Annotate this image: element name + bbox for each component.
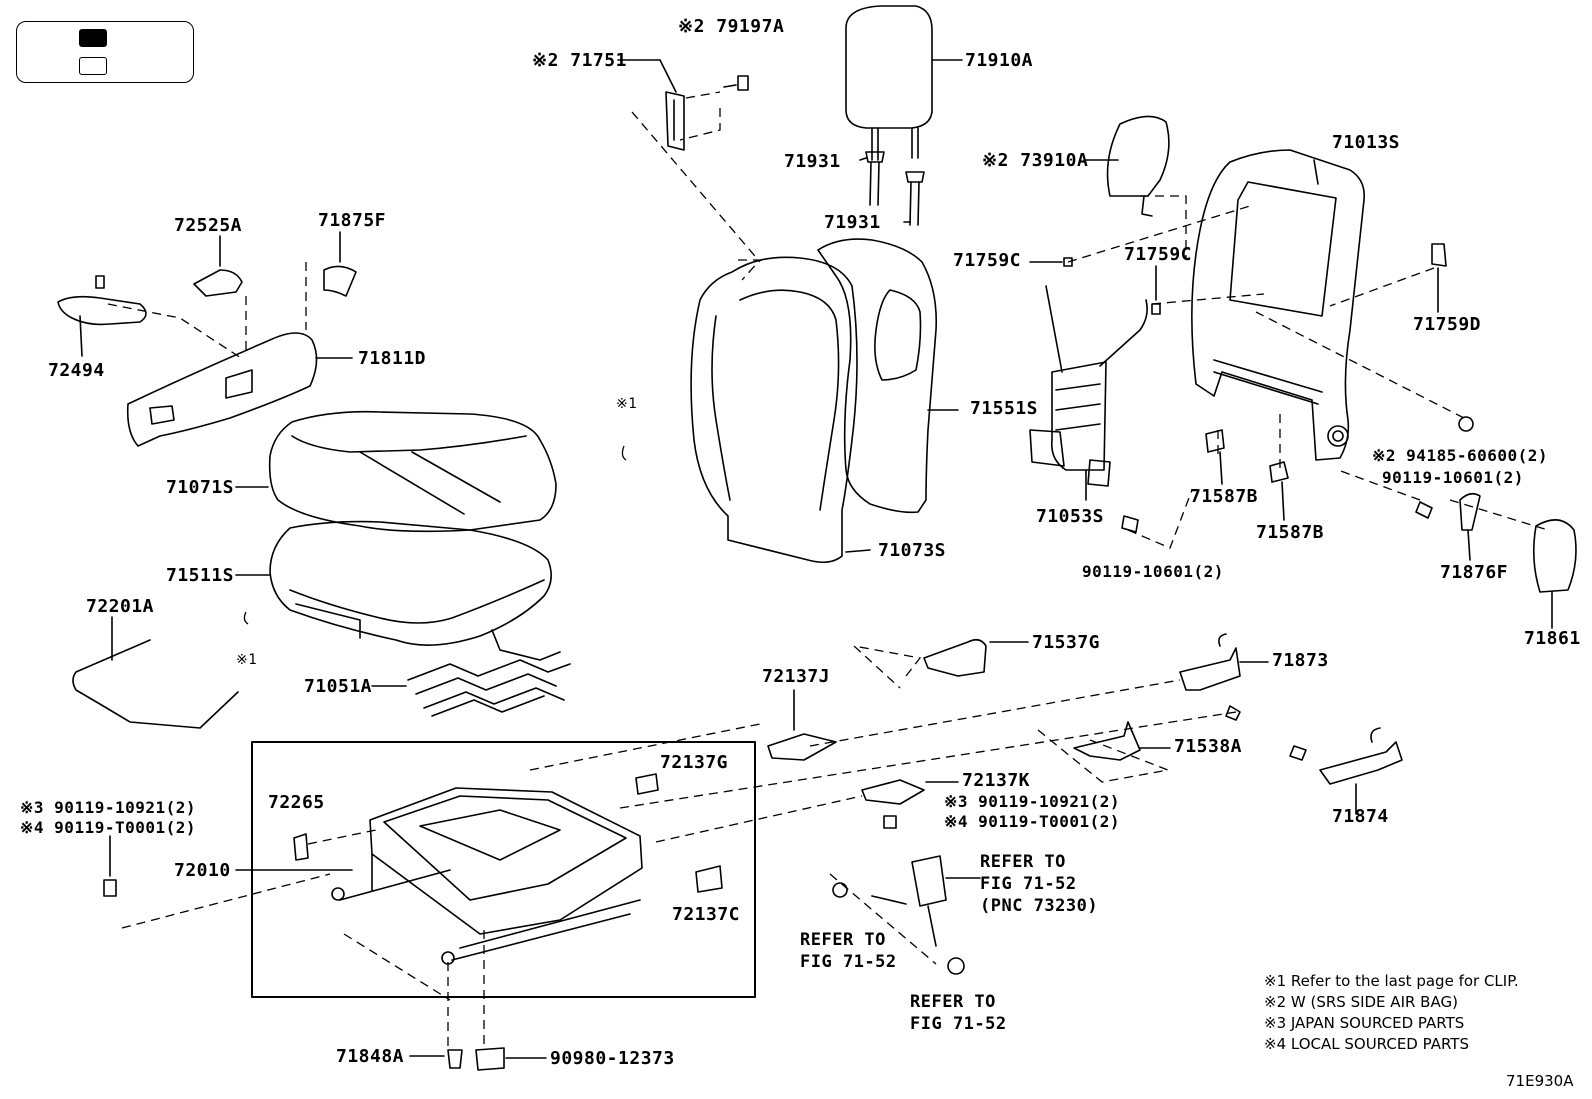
refer-nut-line1[interactable]: REFER TO: [910, 992, 996, 1012]
bolt-left: [103, 835, 117, 897]
side-shield-71811D: [126, 332, 353, 447]
bolt-90119-10601-right: [1415, 501, 1433, 519]
bolt-90119-10601-center: [1121, 515, 1139, 533]
part-label-90119-10601-center[interactable]: 90119-10601(2): [1082, 562, 1224, 581]
part-label-71053S[interactable]: 71053S: [1036, 506, 1105, 527]
part-label-72137K[interactable]: 72137K: [962, 770, 1031, 791]
part-label-72137C[interactable]: 72137C: [672, 904, 741, 925]
hook-71759D: [1431, 243, 1447, 313]
cover-72137J: [767, 689, 837, 761]
clip-marker-2: ※1: [236, 652, 258, 668]
seatback-cover-71073S: [690, 256, 871, 564]
refer-anchor-line1[interactable]: REFER TO: [800, 930, 886, 950]
cover-71537G: [923, 638, 1029, 677]
spring-71051A: [371, 629, 571, 717]
adjuster-72010: [235, 773, 723, 965]
bracket-71751: [617, 59, 749, 151]
cover-72137K: [861, 779, 959, 805]
legend-swatch-light: [79, 57, 107, 75]
part-label-71811D[interactable]: 71811D: [358, 348, 427, 369]
part-label-71910A[interactable]: 71910A: [965, 50, 1034, 71]
seat-belt-buckle: [832, 855, 981, 975]
cap-71875F: [323, 231, 357, 297]
part-label-79197A[interactable]: ※2 79197A: [678, 16, 785, 37]
cap-90980: [475, 1047, 547, 1071]
part-label-72137G[interactable]: 72137G: [660, 752, 729, 773]
part-label-71931-b[interactable]: 71931: [824, 212, 881, 233]
seat-cushion-pad-71511S: [235, 520, 552, 646]
legend-box: [16, 21, 194, 83]
part-label-72525A[interactable]: 72525A: [174, 215, 243, 236]
part-label-73910A[interactable]: ※2 73910A: [982, 150, 1089, 171]
figure-code: 71E930A: [1506, 1072, 1574, 1090]
footnote-2: ※2 W (SRS SIDE AIR BAG): [1264, 993, 1458, 1011]
cover-71861: [1532, 519, 1577, 629]
headrest-71910A: [845, 5, 963, 161]
part-label-72201A[interactable]: 72201A: [86, 596, 155, 617]
part-label-71511S[interactable]: 71511S: [166, 565, 235, 586]
footnote-4: ※4 LOCAL SOURCED PARTS: [1264, 1035, 1469, 1053]
part-label-71013S[interactable]: 71013S: [1332, 132, 1401, 153]
part-label-71931-a[interactable]: 71931: [784, 151, 841, 172]
bracket-71873: [1179, 633, 1269, 721]
lumbar-71053S: [1029, 285, 1148, 501]
part-label-71873[interactable]: 71873: [1272, 650, 1329, 671]
refer-belt-line1[interactable]: REFER TO: [980, 852, 1066, 872]
part-label-71051A[interactable]: 71051A: [304, 676, 373, 697]
footnote-3: ※3 JAPAN SOURCED PARTS: [1264, 1014, 1465, 1032]
clips-71759C: [1029, 257, 1161, 315]
part-label-72137J[interactable]: 72137J: [762, 666, 831, 687]
part-label-90119-T0001-center[interactable]: ※4 90119-T0001(2): [944, 812, 1121, 831]
part-label-71876F[interactable]: 71876F: [1440, 562, 1509, 583]
lever-72525A: [193, 235, 243, 297]
clips-71587B: [1205, 429, 1289, 521]
part-label-72494[interactable]: 72494: [48, 360, 105, 381]
seatback-frame-71013S: [1191, 149, 1366, 461]
side-airbag-73910A: [1083, 115, 1170, 217]
part-label-71073S[interactable]: 71073S: [878, 540, 947, 561]
bolt-center: [883, 815, 897, 829]
part-label-90119-10921-center[interactable]: ※3 90119-10921(2): [944, 792, 1121, 811]
part-label-90119-10921-left[interactable]: ※3 90119-10921(2): [20, 798, 197, 817]
part-label-71861[interactable]: 71861: [1524, 628, 1581, 649]
part-label-94185-60600[interactable]: ※2 94185-60600(2): [1372, 446, 1549, 465]
clip-marker-1: ※1: [616, 396, 638, 412]
refer-belt-line3[interactable]: (PNC 73230): [980, 896, 1099, 916]
part-label-71071S[interactable]: 71071S: [166, 477, 235, 498]
refer-nut-line2[interactable]: FIG 71-52: [910, 1014, 1007, 1034]
wire-72201A: [72, 616, 239, 729]
part-label-71538A[interactable]: 71538A: [1174, 736, 1243, 757]
part-label-71874[interactable]: 71874: [1332, 806, 1389, 827]
part-label-90119-T0001-left[interactable]: ※4 90119-T0001(2): [20, 818, 197, 837]
seat-cushion-cover-71071S: [235, 410, 557, 533]
bracket-71874: [1289, 727, 1403, 815]
headrest-guide-71931: [859, 151, 925, 226]
refer-belt-line2[interactable]: FIG 71-52: [980, 874, 1077, 894]
part-label-71759C-b[interactable]: 71759C: [1124, 244, 1193, 265]
part-label-90119-10601-right[interactable]: 90119-10601(2): [1382, 468, 1524, 487]
part-label-72265[interactable]: 72265: [268, 792, 325, 813]
cover-71538A: [1073, 721, 1171, 761]
knob-72494: [57, 275, 147, 357]
part-label-71751[interactable]: ※2 71751: [532, 50, 627, 71]
part-label-71759C-a[interactable]: 71759C: [953, 250, 1022, 271]
cover-71876F: [1459, 492, 1481, 561]
part-label-71759D[interactable]: 71759D: [1413, 314, 1482, 335]
legend-swatch-dark: [79, 29, 107, 47]
part-label-71587B-b[interactable]: 71587B: [1256, 522, 1325, 543]
seatback-pad-71551S: [817, 238, 959, 514]
nut-94185: [1458, 416, 1474, 432]
footnote-1: ※1 Refer to the last page for CLIP.: [1264, 972, 1519, 990]
bolt-71848A: [409, 1049, 463, 1069]
part-label-72010[interactable]: 72010: [174, 860, 231, 881]
refer-anchor-line2[interactable]: FIG 71-52: [800, 952, 897, 972]
part-label-71551S[interactable]: 71551S: [970, 398, 1039, 419]
part-label-71875F[interactable]: 71875F: [318, 210, 387, 231]
part-label-90980-12373[interactable]: 90980-12373: [550, 1048, 675, 1069]
part-label-71848A[interactable]: 71848A: [336, 1046, 405, 1067]
part-label-71537G[interactable]: 71537G: [1032, 632, 1101, 653]
part-label-71587B-a[interactable]: 71587B: [1190, 486, 1259, 507]
